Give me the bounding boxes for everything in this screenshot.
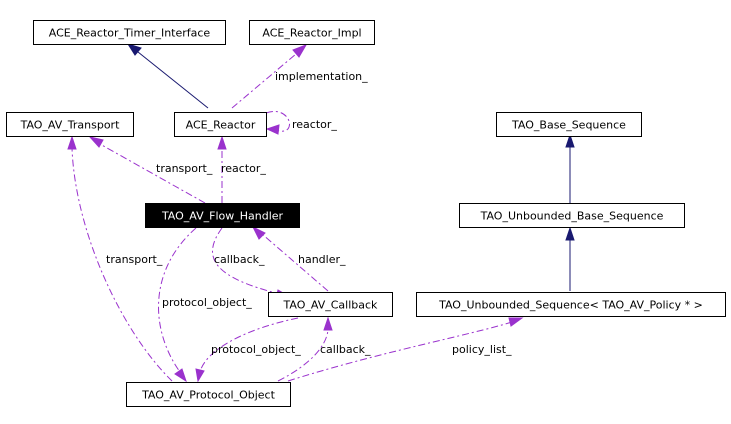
node-label: TAO_AV_Callback: [283, 299, 379, 312]
node-tao-av-flow-handler[interactable]: TAO_AV_Flow_Handler: [145, 203, 300, 228]
inheritance-edge-base-sequence: [565, 133, 575, 203]
edge-label-callback-top: callback_: [214, 253, 265, 266]
usage-edge-transport-left: [67, 135, 173, 382]
edge-label-handler: handler_: [298, 253, 346, 266]
usage-edge-implementation: [231, 44, 308, 109]
node-label: TAO_Unbounded_Sequence< TAO_AV_Policy * …: [438, 299, 703, 312]
inheritance-edge-timer-interface: [126, 43, 209, 109]
usage-edge-transport-top: [88, 136, 206, 204]
node-tao-av-callback[interactable]: TAO_AV_Callback: [268, 292, 393, 317]
node-tao-base-sequence[interactable]: TAO_Base_Sequence: [496, 112, 642, 137]
node-label: TAO_AV_Transport: [20, 119, 121, 132]
usage-edge-reactor: [217, 135, 227, 203]
node-label: TAO_AV_Flow_Handler: [161, 210, 284, 223]
node-label: ACE_Reactor_Impl: [262, 27, 361, 40]
edge-label-reactor-self: reactor_: [292, 118, 337, 131]
node-label: ACE_Reactor_Timer_Interface: [49, 27, 211, 40]
node-tao-av-protocol-object[interactable]: TAO_AV_Protocol_Object: [126, 382, 291, 407]
node-tao-unbounded-sequence-policy[interactable]: TAO_Unbounded_Sequence< TAO_AV_Policy * …: [416, 292, 726, 317]
node-tao-av-transport[interactable]: TAO_AV_Transport: [6, 112, 134, 137]
node-label: TAO_Base_Sequence: [511, 119, 626, 132]
node-ace-reactor[interactable]: ACE_Reactor: [174, 112, 267, 137]
inheritance-edge-unbounded-base-sequence: [565, 226, 575, 291]
node-ace-reactor-impl[interactable]: ACE_Reactor_Impl: [249, 20, 375, 45]
node-label: ACE_Reactor: [186, 119, 256, 132]
node-label: TAO_Unbounded_Base_Sequence: [480, 210, 664, 223]
edge-label-transport-left: transport_: [106, 253, 163, 266]
node-label: TAO_AV_Protocol_Object: [141, 389, 276, 402]
usage-edge-policy-list: [287, 317, 524, 382]
usage-edge-reactor-self: [265, 111, 290, 135]
edge-label-implementation: implementation_: [275, 70, 368, 83]
edge-label-callback-bottom: callback_: [320, 343, 371, 356]
usage-edge-protocol-object-bottom: [195, 317, 299, 383]
usage-edge-protocol-object-left: [158, 227, 197, 383]
node-tao-unbounded-base-sequence[interactable]: TAO_Unbounded_Base_Sequence: [459, 203, 685, 228]
node-ace-reactor-timer-interface[interactable]: ACE_Reactor_Timer_Interface: [33, 20, 226, 45]
edge-label-protocol-object-bottom: protocol_object_: [211, 343, 301, 356]
edge-label-protocol-object-left: protocol_object_: [162, 296, 252, 309]
usage-edge-callback-bottom: [277, 316, 333, 382]
usage-edge-handler: [251, 225, 329, 292]
edge-label-transport-top: transport_: [156, 162, 213, 175]
edge-label-policy-list: policy_list_: [452, 343, 512, 356]
edge-label-reactor: reactor_: [221, 162, 266, 175]
